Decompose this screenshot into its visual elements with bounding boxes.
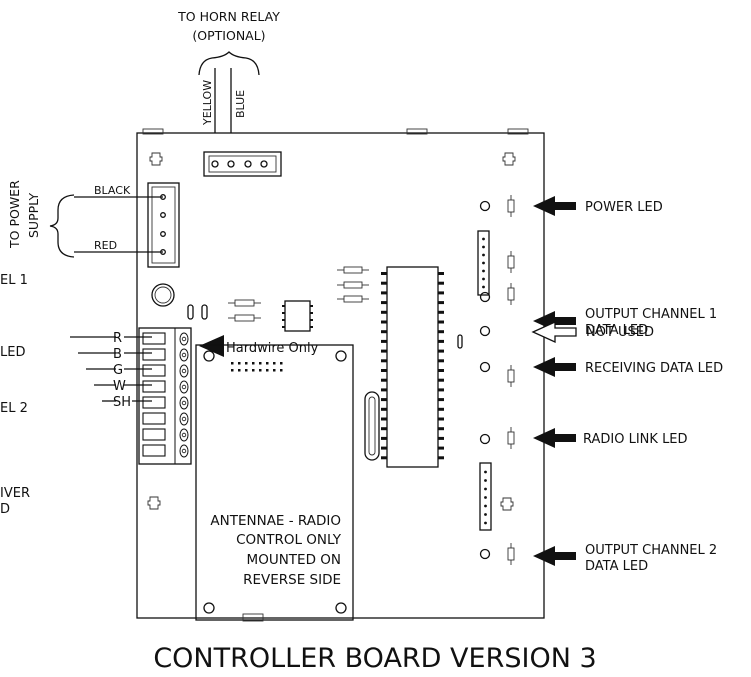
- board-tab: [142, 128, 164, 135]
- cut-label: IVER: [0, 486, 30, 501]
- ic-pins: [381, 272, 444, 460]
- radio-module: [195, 344, 354, 621]
- not-used-arrow: [531, 320, 577, 344]
- yellow-wire-label: YELLOW: [201, 80, 214, 126]
- diode: [187, 304, 194, 320]
- antenna-note-line3: MOUNTED ON: [247, 552, 341, 568]
- header-bottom: [479, 462, 492, 531]
- terminal-wire-label: R: [113, 331, 122, 346]
- cut-label: EL 1: [0, 273, 28, 288]
- antenna-note-line4: REVERSE SIDE: [243, 572, 341, 588]
- output-ch1-label-line1: OUTPUT CHANNEL 1: [585, 307, 717, 322]
- diode: [201, 304, 208, 320]
- terminal-wire-label: W: [113, 379, 126, 394]
- receiving-arrow: [533, 357, 576, 377]
- blue-wire-label: BLUE: [234, 90, 247, 118]
- crystal: [364, 391, 380, 461]
- radio-link-label: RADIO LINK LED: [583, 432, 688, 447]
- power-supply-label-line1: TO POWER: [7, 180, 22, 249]
- receiving-label: RECEIVING DATA LED: [585, 361, 723, 376]
- antenna-note-line1: ANTENNAE - RADIO: [210, 513, 341, 529]
- power-led-label: POWER LED: [585, 200, 663, 215]
- board-outline: [136, 132, 545, 619]
- power-led-arrow: [533, 196, 576, 216]
- diagram-title: CONTROLLER BOARD VERSION 3: [153, 643, 596, 674]
- cut-label: LED: [0, 345, 25, 360]
- header-top: [477, 230, 490, 296]
- not-used-label: NOT USED: [586, 325, 654, 340]
- radio-link-arrow: [533, 428, 576, 448]
- cut-label: D: [0, 502, 10, 517]
- power-supply-label-line2: SUPPLY: [26, 193, 41, 238]
- standoff: [147, 152, 516, 511]
- output-ch2-arrow: [533, 546, 576, 566]
- terminal-block: [138, 327, 192, 465]
- output-ch1-arrow: [533, 311, 576, 331]
- output-ch1-label-line2: DATA LED: [585, 323, 648, 338]
- resistor-pair: [228, 299, 261, 322]
- board-tab: [406, 128, 428, 135]
- output-ch2-label-line2: DATA LED: [585, 559, 648, 574]
- cut-label: EL 2: [0, 401, 28, 416]
- radio-pins: [231, 362, 283, 372]
- horn-relay-label-line2: (OPTIONAL): [192, 28, 265, 43]
- horn-relay-label-line1: TO HORN RELAY: [177, 9, 280, 24]
- hardwire-arrow: [199, 335, 224, 357]
- diode: [457, 334, 463, 349]
- round-component: [151, 283, 175, 307]
- terminal-wire-label: G: [113, 363, 123, 378]
- led-circles: [479, 200, 491, 560]
- large-ic: [386, 266, 439, 468]
- header-pins: [482, 237, 487, 525]
- power-connector: [147, 182, 180, 268]
- terminal-wire-label: SH: [113, 395, 131, 410]
- resistor-group: [337, 266, 369, 303]
- board-tab: [507, 128, 529, 135]
- terminal-wire-label: B: [113, 347, 122, 362]
- power-brace: [49, 194, 75, 258]
- horn-brace: [198, 51, 260, 76]
- small-ic: [284, 300, 311, 332]
- antenna-note-line2: CONTROL ONLY: [236, 532, 342, 548]
- right-resistors: [507, 195, 515, 565]
- red-wire-label: RED: [94, 239, 117, 252]
- hardwire-only-label: Hardwire Only: [226, 341, 319, 356]
- horn-connector-inner: [208, 155, 277, 173]
- output-ch2-label-line1: OUTPUT CHANNEL 2: [585, 543, 717, 558]
- horn-connector: [203, 151, 282, 177]
- black-wire-label: BLACK: [94, 184, 131, 197]
- terminals: [142, 328, 189, 464]
